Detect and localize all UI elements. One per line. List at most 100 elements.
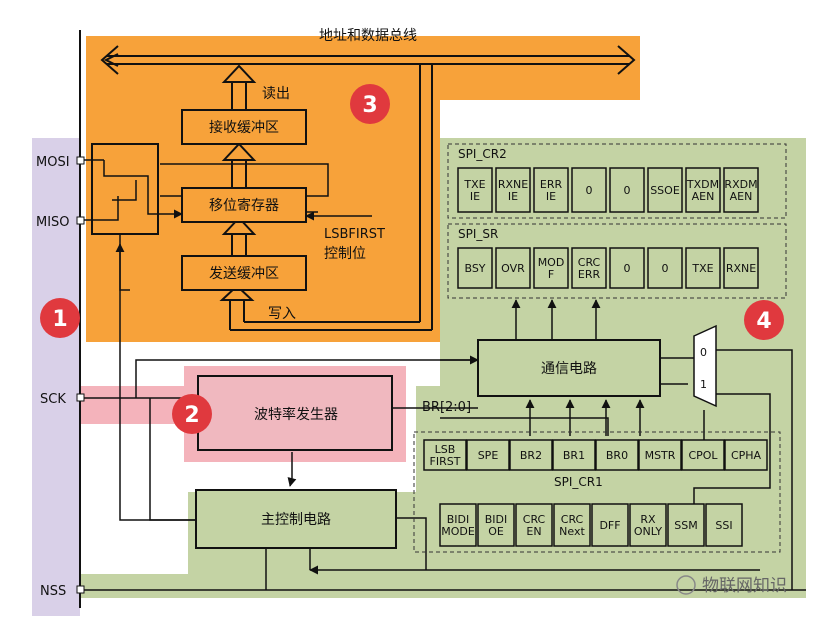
badge-2: 2: [172, 394, 212, 434]
svg-text:通信电路: 通信电路: [541, 361, 597, 377]
cr2-bit-2-label: ERR: [540, 178, 563, 191]
io-switch-box: [84, 143, 183, 235]
cr1-upper-bit-3: BR1: [552, 439, 596, 471]
mux-1: 1: [700, 378, 707, 391]
cr1-lower-bit-3-label: Next: [559, 525, 585, 538]
sr-bit-0: BSY: [457, 247, 493, 289]
cr1-upper-bit-1: SPE: [466, 439, 510, 471]
sr-bit-6-label: TXE: [691, 262, 713, 275]
svg-text:MISO: MISO: [36, 215, 70, 230]
cr1-upper-bit-6-label: CPOL: [688, 449, 718, 462]
sr-bit-1: OVR: [495, 247, 531, 289]
cr1-upper-bit-6: CPOL: [681, 439, 725, 471]
cr1-upper-bit-0-label: LSB: [435, 443, 456, 456]
tx-buffer: 发送缓冲区: [181, 255, 307, 291]
cr1-lower-bit-5-label: RX: [640, 513, 656, 526]
cr1-upper-bit-7-label: CPHA: [731, 449, 762, 462]
svg-text:1: 1: [52, 307, 67, 332]
br-label: BR[2:0]: [422, 400, 471, 415]
cr1-lower-bit-1-label: OE: [488, 525, 504, 538]
cr1-lower-bit-3-label: CRC: [561, 513, 584, 526]
sr-name: SPI_SR: [458, 227, 498, 241]
svg-text:3: 3: [362, 93, 377, 118]
sr-bit-3-label: CRC: [578, 256, 601, 269]
cr1-upper-bit-1-label: SPE: [478, 449, 499, 462]
cr1-lower-bit-0-label: MODE: [441, 525, 475, 538]
cr2-bit-0-label: IE: [470, 190, 480, 203]
sr-bit-5-label: 0: [662, 262, 669, 275]
cr1-upper-bit-0-label: FIRST: [430, 455, 461, 468]
lsbfirst-label-1: LSBFIRST: [324, 227, 385, 242]
cr1-lower-bit-2-label: CRC: [523, 513, 546, 526]
svg-text:SCK: SCK: [40, 392, 66, 407]
cr2-bit-0-label: TXE: [463, 178, 485, 191]
cr2-bit-4-label: 0: [624, 184, 631, 197]
cr2-bit-3: 0: [571, 167, 607, 213]
bus-drop-lines: [219, 64, 433, 331]
cr2-bit-5: SSOE: [647, 167, 683, 213]
cr2-bit-7-label: RXDM: [724, 178, 757, 191]
cr1-lower-bit-7: SSI: [705, 503, 743, 547]
cr2-name: SPI_CR2: [458, 147, 507, 161]
pin-mosi: MOSI: [36, 155, 85, 170]
master-control: 主控制电路: [195, 489, 397, 549]
green-nss-strip: [80, 574, 806, 598]
shift-loop: [160, 163, 329, 213]
cr2-bit-6-label: AEN: [692, 190, 715, 203]
watermark: 物联网知识: [676, 575, 787, 596]
svg-text:2: 2: [184, 403, 199, 428]
badge-1: 1: [40, 298, 80, 338]
cr1-lower-bit-4-label: DFF: [599, 519, 620, 532]
wechat-icon: [676, 575, 696, 595]
cr1-lower-bit-6-label: SSM: [674, 519, 697, 532]
cr2-bit-3-label: 0: [586, 184, 593, 197]
cr1-lower-bit-7-label: SSI: [715, 519, 732, 532]
comm-circuit: 通信电路: [477, 339, 661, 397]
badge-3: 3: [350, 84, 390, 124]
bus-label: 地址和数据总线: [319, 28, 417, 44]
sr-bit-4-label: 0: [624, 262, 631, 275]
sr-bit-5: 0: [647, 247, 683, 289]
pin-miso: MISO: [36, 215, 85, 230]
pin-column: [32, 138, 80, 616]
cr1-lower-bit-4: DFF: [591, 503, 629, 547]
cr2-bit-1-label: IE: [508, 190, 518, 203]
lsbfirst-label-2: 控制位: [324, 246, 366, 262]
cr1-upper-bit-7: CPHA: [724, 439, 768, 471]
cr1-frame: [413, 431, 781, 553]
svg-text:移位寄存器: 移位寄存器: [209, 197, 279, 214]
cr1-lower-bit-1-label: BIDI: [485, 513, 508, 526]
cr1-upper-bit-5-label: MSTR: [645, 449, 676, 462]
badge-4: 4: [744, 300, 784, 340]
cr2-bit-1-label: RXNE: [498, 178, 528, 191]
sr-bit-7: RXNE: [723, 247, 759, 289]
cr1-upper-bit-2: BR2: [509, 439, 553, 471]
cr1-lower-bit-0-label: BIDI: [447, 513, 470, 526]
write-label: 写入: [268, 306, 296, 322]
svg-text:主控制电路: 主控制电路: [261, 512, 331, 528]
cr2-bit-2-label: IE: [546, 190, 556, 203]
sr-bit-0-label: BSY: [464, 262, 485, 275]
cr1-name: SPI_CR1: [554, 475, 603, 489]
cr1-lower-bit-5-label: ONLY: [634, 525, 663, 538]
control-wires: [84, 234, 806, 591]
cr1-lower-bit-2-label: EN: [526, 525, 541, 538]
svg-text:波特率发生器: 波特率发生器: [254, 406, 338, 423]
rx-buffer: 接收缓冲区: [181, 109, 307, 145]
sr-bit-3-label: ERR: [578, 268, 601, 281]
cr2-bit-7-label: AEN: [730, 190, 753, 203]
sr-bit-2-label: MOD: [538, 256, 565, 269]
